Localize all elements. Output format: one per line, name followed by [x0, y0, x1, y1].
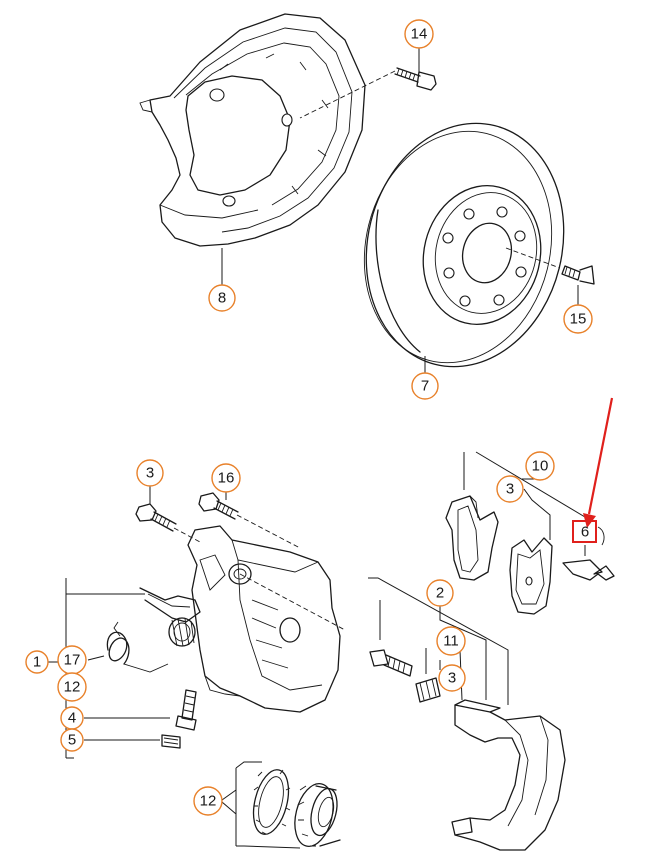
callout-5: 5: [60, 728, 84, 752]
callout-3-pin: 3: [438, 664, 466, 692]
guide-bush: [415, 677, 441, 703]
callout-15: 15: [563, 304, 593, 334]
bleeder-valve: [175, 689, 197, 731]
callout-16-label: 16: [218, 470, 235, 487]
callout-15-label: 15: [570, 311, 587, 328]
dust-cap: [161, 734, 181, 749]
callout-12-bottom: 12: [193, 786, 223, 816]
brake-disc: [363, 122, 565, 368]
callout-14: 14: [404, 19, 434, 49]
callout-12-bottom-label: 12: [200, 793, 217, 810]
callout-2-label: 2: [436, 585, 444, 602]
callout-4: 4: [60, 706, 84, 730]
callout-3-top: 3: [136, 459, 164, 487]
callout-8-label: 8: [218, 290, 226, 307]
callout-6-label: 6: [581, 524, 589, 541]
callout-1: 1: [25, 650, 49, 674]
pad-spring-clip: [562, 526, 615, 581]
callout-7-label: 7: [421, 378, 429, 395]
callout-3-pin-label: 3: [448, 670, 456, 687]
callout-2: 2: [426, 579, 454, 607]
dust-shield: [139, 13, 366, 247]
return-spring-17: [106, 621, 169, 673]
callout-3-pads: 3: [496, 475, 524, 503]
callout-12-left-label: 12: [64, 679, 81, 696]
callout-17: 17: [57, 645, 87, 675]
callout-17-label: 17: [64, 652, 81, 669]
callout-4-label: 4: [68, 710, 76, 727]
callout-10: 10: [525, 451, 555, 481]
highlight-box: [572, 520, 597, 543]
callout-14-label: 14: [411, 26, 428, 43]
callout-5-label: 5: [68, 732, 76, 749]
callout-6: 6: [581, 524, 589, 541]
guide-pin: [369, 649, 413, 677]
callout-1-label: 1: [33, 654, 41, 671]
brake-caliper: [187, 525, 346, 713]
callout-16: 16: [211, 463, 241, 493]
callout-8: 8: [208, 284, 236, 312]
brake-pad-outer: [509, 537, 553, 615]
bolt-14: [299, 67, 437, 119]
callout-7: 7: [411, 372, 439, 400]
callout-12-left: 12: [57, 672, 87, 702]
wheel-bearing: [294, 782, 341, 848]
brake-pad-inner: [445, 495, 499, 581]
leader-lines: [46, 48, 591, 849]
callout-3-pads-label: 3: [506, 481, 514, 498]
callout-11-label: 11: [443, 633, 459, 650]
highlight-arrow: [583, 397, 614, 528]
caliper-carrier: [451, 699, 566, 851]
abs-ring: [252, 769, 291, 835]
callout-11: 11: [436, 626, 466, 656]
callout-10-label: 10: [532, 458, 549, 475]
bolt-16: [198, 492, 301, 549]
bolt-3-top: [135, 503, 201, 543]
handbrake-lever: [139, 587, 201, 647]
callout-3-top-label: 3: [146, 465, 154, 482]
screw-15: [505, 247, 595, 285]
